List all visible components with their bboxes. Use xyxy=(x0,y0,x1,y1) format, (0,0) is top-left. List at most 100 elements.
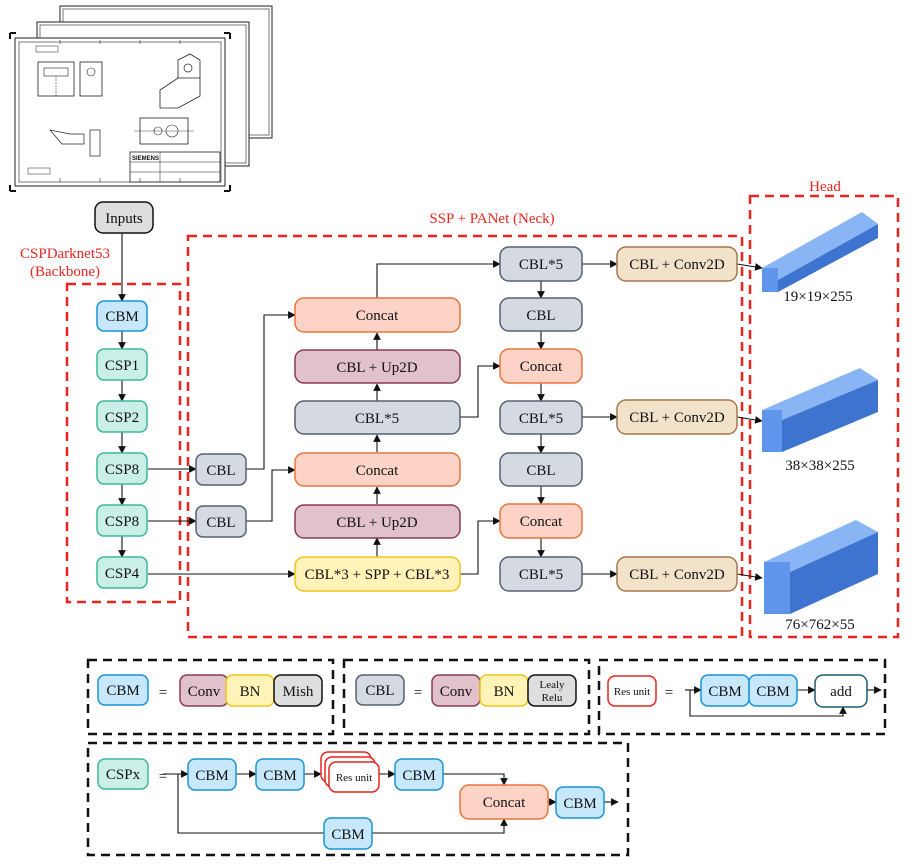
cbm-label: CBM xyxy=(105,309,138,325)
legend-cspx-cbm-1: CBM xyxy=(195,768,228,784)
legend-cspx-concat: Concat xyxy=(483,795,526,811)
cbl-up2d-label-top: CBL + Up2D xyxy=(336,360,417,376)
csp8-label-1: CSP8 xyxy=(105,462,139,478)
cbl-node-a: CBL xyxy=(195,453,247,486)
concat-label-right-1: Concat xyxy=(520,359,563,375)
legend-res-eq: = xyxy=(665,685,673,701)
legend-cbm-box xyxy=(86,658,335,736)
cbl-up2d-node-low: CBL + Up2D xyxy=(294,504,461,539)
legend-cspx-eq: = xyxy=(159,769,167,785)
legend-cbl-name: CBL xyxy=(365,683,394,699)
concat-node-top: Concat xyxy=(294,297,461,333)
legend-cbm: CBM = Conv BN Mish xyxy=(97,674,323,707)
head-region xyxy=(748,194,900,639)
conv2d-node-bot: CBL + Conv2D xyxy=(616,556,738,592)
output-size-mid: 38×38×255 xyxy=(785,458,854,474)
conv2d-node-top: CBL + Conv2D xyxy=(616,246,738,282)
cbl-node-b: CBL xyxy=(195,505,247,538)
cbl5-label-mid: CBL*5 xyxy=(355,411,399,427)
legend-res-add: add xyxy=(830,684,852,700)
neck-region xyxy=(186,234,744,639)
output-cuboid-top xyxy=(762,212,878,292)
cbl-up2d-label-low: CBL + Up2D xyxy=(336,515,417,531)
legend-res-box xyxy=(597,658,887,736)
csp1-node: CSP1 xyxy=(96,348,148,381)
backbone-title-line1: CSPDarknet53 xyxy=(20,246,110,262)
legend-cbm-name: CBM xyxy=(106,683,139,699)
cbl5-label-bot-right: CBL*5 xyxy=(519,567,563,583)
legend-res-cbm-2: CBM xyxy=(756,684,789,700)
output-cuboid-bot xyxy=(764,520,878,614)
csp8-node-1: CSP8 xyxy=(96,452,148,485)
spp-node: CBL*3 + SPP + CBL*3 xyxy=(294,556,461,592)
csp4-label: CSP4 xyxy=(105,566,140,582)
cbl-label-right-2: CBL xyxy=(526,463,555,479)
csp2-label: CSP2 xyxy=(105,410,139,426)
csp8-label-2: CSP8 xyxy=(105,514,139,530)
backbone-title-line2: (Backbone) xyxy=(30,264,100,280)
legend-cbm-eq: = xyxy=(159,685,167,701)
legend-cspx-cbm-3: CBM xyxy=(402,768,435,784)
concat-label-mid: Concat xyxy=(356,463,399,479)
output-size-top: 19×19×255 xyxy=(783,289,852,305)
cbm-node: CBM xyxy=(96,300,148,332)
legend-res-name: Res unit xyxy=(614,686,650,698)
cbl-node-right-2: CBL xyxy=(499,452,583,487)
concat-label-top: Concat xyxy=(356,308,399,324)
legend-cspx-res: Res unit xyxy=(336,772,372,784)
conv2d-label-bot: CBL + Conv2D xyxy=(629,567,725,583)
neck-title: SSP + PANet (Neck) xyxy=(429,211,554,227)
legend-cspx-cbm-5: CBM xyxy=(331,827,364,843)
concat-node-right-1: Concat xyxy=(499,348,583,384)
cbl-up2d-node-top: CBL + Up2D xyxy=(294,349,461,384)
spp-label: CBL*3 + SPP + CBL*3 xyxy=(305,567,450,583)
output-cuboid-mid xyxy=(762,368,878,452)
cbl-label-right-1: CBL xyxy=(526,308,555,324)
cbl5-node-bot-right: CBL*5 xyxy=(499,556,583,592)
concat-label-right-2: Concat xyxy=(520,514,563,530)
concat-node-mid: Concat xyxy=(294,452,461,487)
cbl5-node-mid-right: CBL*5 xyxy=(499,400,583,435)
cbl-node-right-1: CBL xyxy=(499,297,583,332)
head-title: Head xyxy=(809,179,841,195)
legend-cbl-bn: BN xyxy=(494,684,515,700)
legend-cspx-cbm-2: CBM xyxy=(263,768,296,784)
cbl-label-b: CBL xyxy=(206,515,235,531)
legend-cbl-box xyxy=(342,658,591,736)
legend-cbm-conv: Conv xyxy=(188,684,221,700)
csp4-node: CSP4 xyxy=(96,556,148,589)
conv2d-label-top: CBL + Conv2D xyxy=(629,257,725,273)
legend-cspx: CSPx = CBM CBM Res unit CBM Concat CBM C… xyxy=(97,751,619,850)
cbl5-node-mid: CBL*5 xyxy=(294,400,461,435)
conv2d-node-mid: CBL + Conv2D xyxy=(616,399,738,435)
inputs-node: Inputs xyxy=(94,201,154,234)
output-size-bot: 76×762×55 xyxy=(785,617,854,633)
legend-cbl-conv: Conv xyxy=(440,684,473,700)
cbl5-label-mid-right: CBL*5 xyxy=(519,411,563,427)
drawing-thumbnail: SIEMENS xyxy=(9,5,273,192)
conv2d-label-mid: CBL + Conv2D xyxy=(629,410,725,426)
csp1-label: CSP1 xyxy=(105,358,139,374)
legend-cspx-cbm-4: CBM xyxy=(563,796,596,812)
legend-cspx-box xyxy=(86,741,630,857)
legend-cbl: CBL = Conv BN Lealy Relu xyxy=(355,674,577,707)
csp2-node: CSP2 xyxy=(96,400,148,433)
csp8-node-2: CSP8 xyxy=(96,504,148,537)
concat-node-right-2: Concat xyxy=(499,503,583,539)
connectors xyxy=(118,233,763,581)
legend-res-cbm-1: CBM xyxy=(708,684,741,700)
legend-cspx-name: CSPx xyxy=(106,767,141,783)
legend-cbm-bn: BN xyxy=(240,684,261,700)
cbl5-label-top-right: CBL*5 xyxy=(519,257,563,273)
drawing-brand: SIEMENS xyxy=(132,156,159,162)
legend-cbl-act-line1: Lealy xyxy=(539,679,565,691)
legend-cbm-mish: Mish xyxy=(283,684,314,700)
cbl5-node-top-right: CBL*5 xyxy=(499,246,583,282)
cbl-label-a: CBL xyxy=(206,463,235,479)
legend-res: Res unit = CBM CBM add xyxy=(607,674,882,717)
backbone-region xyxy=(65,282,182,604)
inputs-label: Inputs xyxy=(105,211,143,227)
legend-cbl-eq: = xyxy=(414,685,422,701)
legend-cbl-act-line2: Relu xyxy=(542,692,563,704)
